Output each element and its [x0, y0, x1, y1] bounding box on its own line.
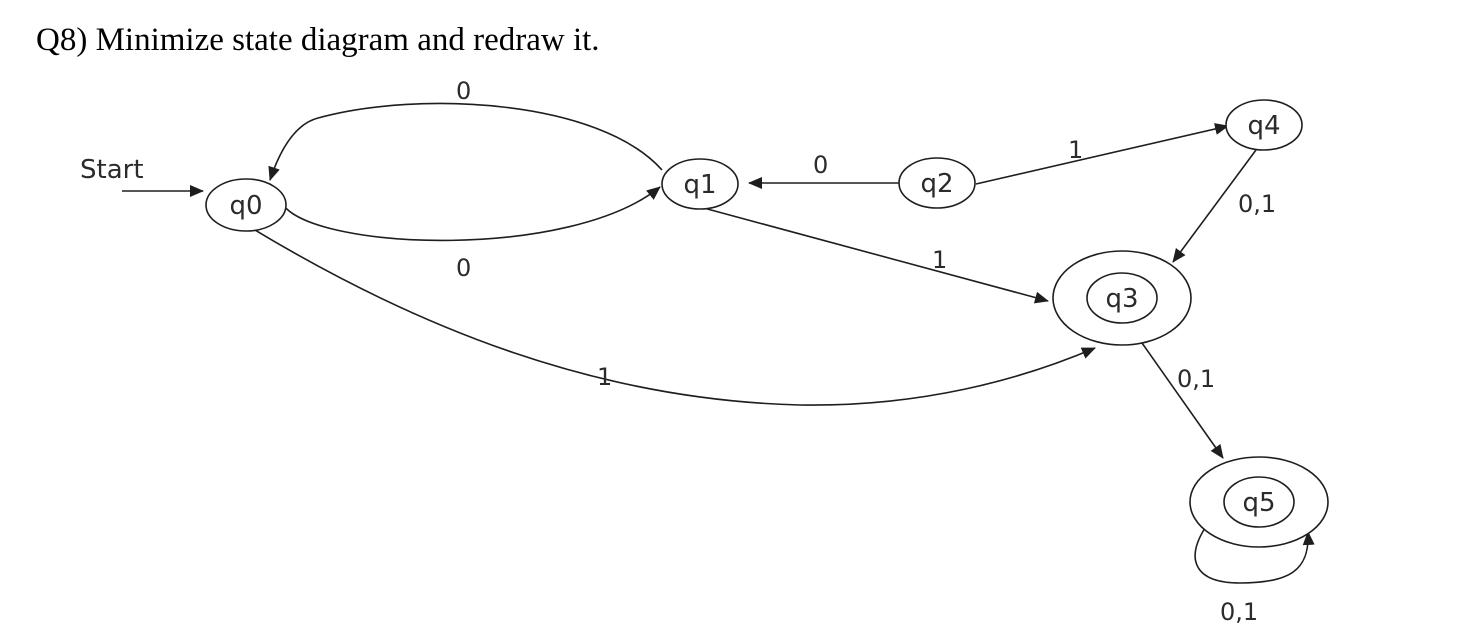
state-q0-label: q0 — [229, 191, 262, 221]
label-q1-q3: 1 — [932, 246, 947, 274]
label-q4-q3: 0,1 — [1238, 190, 1276, 218]
state-q1: q1 — [661, 158, 739, 210]
start-label: Start — [80, 155, 144, 185]
state-q2-label: q2 — [920, 169, 953, 199]
edge-q4-q3 — [1172, 149, 1257, 263]
state-q4: q4 — [1225, 99, 1303, 151]
edge-q1-q0 — [268, 102, 663, 181]
state-q5-label: q5 — [1242, 488, 1275, 518]
state-q0: q0 — [205, 178, 287, 232]
label-q0-q3: 1 — [597, 363, 612, 391]
state-q4-label: q4 — [1247, 111, 1280, 141]
label-q2-q4: 1 — [1068, 136, 1083, 164]
edge-q0-q3 — [249, 226, 1096, 406]
label-q5-q5: 0,1 — [1220, 598, 1258, 626]
state-q3: q3 — [1052, 250, 1192, 346]
edge-q2-q4 — [975, 123, 1229, 185]
edge-q5-q5 — [1194, 527, 1315, 584]
label-q0-q1: 0 — [456, 254, 471, 282]
question-text: Q8) Minimize state diagram and redraw it… — [36, 22, 600, 58]
state-q1-label: q1 — [683, 170, 716, 200]
state-q5: q5 — [1189, 456, 1329, 548]
label-q1-q0: 0 — [456, 77, 471, 105]
edge-q1-q3 — [699, 206, 1049, 304]
label-q3-q5: 0,1 — [1177, 365, 1215, 393]
state-q3-label: q3 — [1105, 284, 1138, 314]
label-q2-q1: 0 — [813, 151, 828, 179]
edge-q3-q5 — [1141, 342, 1224, 459]
edge-q0-q1 — [283, 186, 661, 242]
state-q2: q2 — [898, 157, 976, 209]
